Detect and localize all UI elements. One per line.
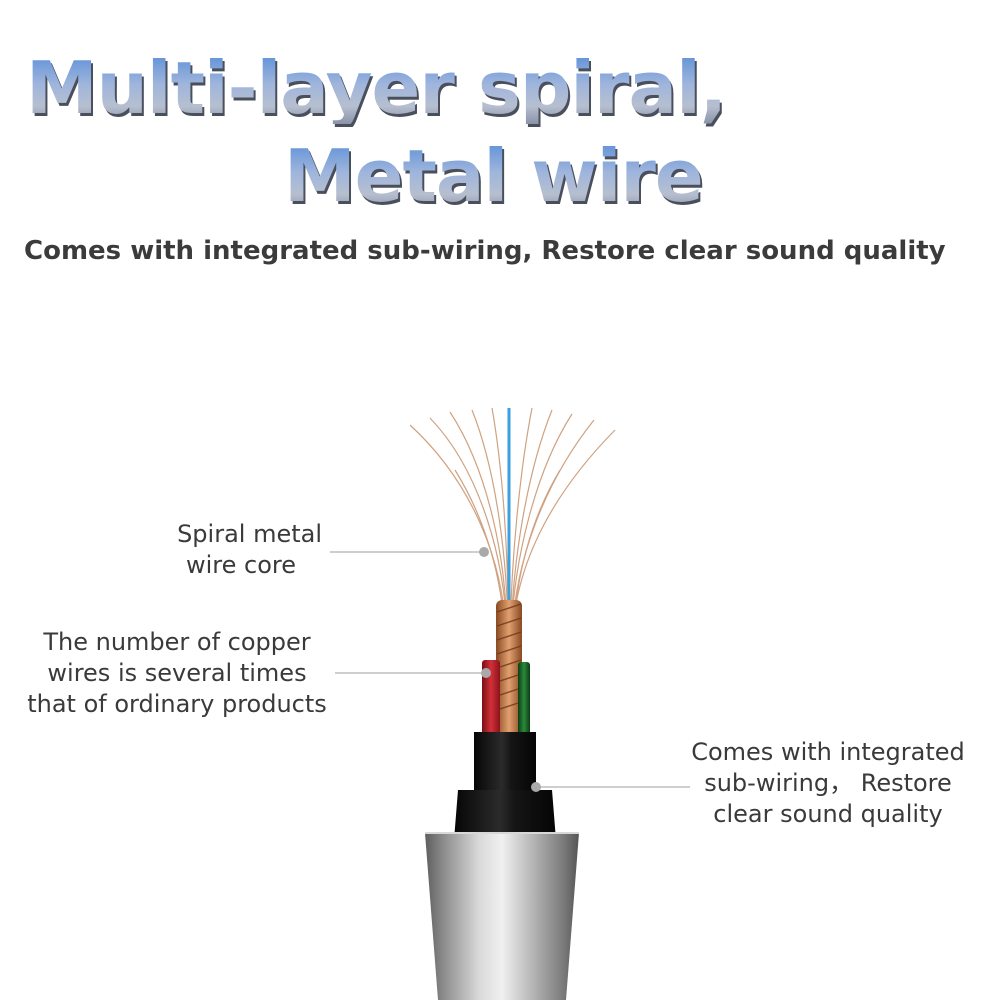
subtitle: Comes with integrated sub-wiring, Restor… xyxy=(24,236,946,266)
callout-copper-count: The number of copper wires is several ti… xyxy=(24,627,330,720)
metal-connector xyxy=(425,833,579,1000)
callout-spiral-core: Spiral metal wire core xyxy=(150,519,322,581)
twist-lines xyxy=(496,603,522,711)
callout-copper-count-line-1: The number of copper xyxy=(43,628,311,656)
leader-dot-subwiring xyxy=(531,782,541,792)
callout-spiral-core-line-2: wire core xyxy=(185,551,296,579)
leader-dot-copper xyxy=(481,668,491,678)
leader-lines xyxy=(330,551,690,788)
callout-copper-count-line-2: wires is several times xyxy=(47,659,307,687)
callout-spiral-core-line-1: Spiral metal xyxy=(177,520,322,548)
callout-sub-wiring-line-3: clear sound quality xyxy=(713,800,943,828)
callout-sub-wiring-line-2: sub-wiring， Restore xyxy=(704,769,952,797)
inner-jacket xyxy=(474,732,536,794)
headline-line-2: Metal wire xyxy=(284,134,704,218)
callout-copper-count-line-3: that of ordinary products xyxy=(27,690,327,718)
leader-dot-core xyxy=(479,547,489,557)
outer-jacket xyxy=(454,790,556,840)
callout-sub-wiring: Comes with integrated sub-wiring， Restor… xyxy=(675,737,981,830)
red-sub-wire xyxy=(482,660,500,740)
headline-line-1: Multi-layer spiral, xyxy=(26,46,727,130)
callout-sub-wiring-line-1: Comes with integrated xyxy=(691,738,965,766)
green-sub-wire xyxy=(518,662,530,740)
twisted-copper-core xyxy=(496,600,522,740)
